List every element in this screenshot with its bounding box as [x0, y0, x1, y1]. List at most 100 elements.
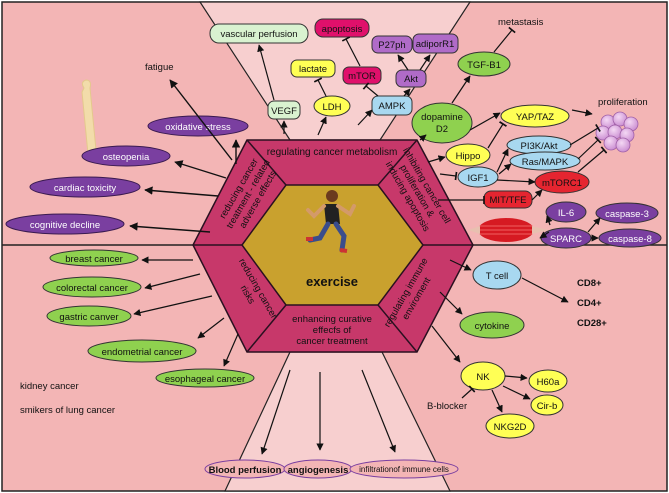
cardiac-toxicity-label: cardiac toxicity	[54, 183, 117, 194]
mtorc1-node: mTORC1	[534, 170, 590, 194]
b-blocker-label: B-blocker	[427, 401, 467, 412]
tgf-b1-label: TGF-B1	[467, 60, 501, 71]
ampk-node: AMPK	[371, 95, 413, 116]
vegf-node: VEGF	[267, 100, 301, 120]
breast-cancer-label: breast cancer	[65, 254, 123, 265]
nk-label: NK	[476, 372, 490, 383]
akt-label: Akt	[404, 74, 418, 85]
fatigue-label: fatigue	[145, 62, 174, 73]
akt-node: Akt	[395, 69, 427, 88]
cir-b-node: Cir-b	[530, 394, 564, 416]
mit-tfe-node: MIT/TFE	[483, 190, 533, 209]
yap-taz-label: YAP/TAZ	[516, 112, 554, 123]
mtor-node: mTOR	[342, 66, 382, 85]
tgf-b1-node: TGF-B1	[457, 51, 511, 77]
colorectal-cancer-node: colorectal cancer	[42, 276, 142, 298]
caspase3-label: caspase-3	[605, 209, 649, 220]
hippo-label: Hippo	[456, 151, 481, 162]
h60a-label: H60a	[537, 377, 560, 388]
dopamine-d2-node: dopamine D2	[411, 102, 473, 144]
section-curative-line3: cancer treatment	[296, 336, 368, 347]
metabolism-arrows	[257, 36, 431, 136]
nkg2d-node: NKG2D	[485, 413, 535, 439]
t-cell-label: T cell	[486, 271, 509, 282]
tumor-cells-icon	[595, 111, 639, 153]
curative-arrows	[260, 369, 396, 455]
metastasis-label: metastasis	[498, 17, 544, 28]
section-curative-line1: enhancing curative	[292, 314, 372, 325]
ras-mapk-node: Ras/MAPK	[509, 151, 581, 171]
osteopenia-label: osteopenia	[103, 152, 150, 163]
endometrial-cancer-node: endometrial cancer	[87, 339, 197, 363]
gastric-cancer-node: gastric canver	[46, 305, 132, 327]
osteopenia-node: osteopenia	[81, 145, 171, 167]
cognitive-decline-node: cognitive decline	[5, 213, 125, 235]
vegf-label: VEGF	[271, 106, 297, 117]
section-metabolism-label: regulating cancer metabolism	[267, 147, 398, 158]
cytokine-label: cytokine	[475, 321, 510, 332]
runner-icon	[306, 190, 356, 253]
gastric-cancer-label: gastric canver	[59, 312, 118, 323]
angiogenesis-label: angiogenesis	[288, 465, 349, 476]
pi3k-akt-label: PI3K/Akt	[521, 141, 558, 152]
vascular-perfusion-label: vascular perfusion	[220, 29, 297, 40]
pi3k-akt-node: PI3K/Akt	[506, 135, 572, 155]
kidney-cancer-label: kidney cancer	[20, 381, 79, 392]
ldh-node: LDH	[313, 95, 351, 117]
center-label: exercise	[306, 274, 358, 289]
cognitive-decline-label: cognitive decline	[30, 220, 100, 231]
angiogenesis-node: angiogenesis	[283, 459, 353, 479]
dopamine-label: dopamine	[421, 112, 463, 123]
ldh-label: LDH	[322, 102, 341, 113]
hexagon-ring	[192, 139, 474, 353]
mit-tfe-label: MIT/TFE	[490, 195, 527, 206]
section-curative-line2: effecfs of	[313, 325, 352, 336]
vascular-perfusion-node: vascular perfusion	[209, 23, 309, 44]
ras-mapk-label: Ras/MAPK	[522, 157, 569, 168]
igf1-label: IGF1	[467, 173, 488, 184]
colorectal-cancer-label: colorectal cancer	[56, 283, 128, 294]
p27ph-label: P27ph	[378, 40, 405, 51]
mtor-label: mTOR	[348, 71, 376, 82]
cytokine-node: cytokine	[459, 311, 525, 339]
d2-label: D2	[436, 124, 448, 135]
hippo-node: Hippo	[445, 143, 491, 167]
section-metabolism-line1: regulating cancer metabolism	[267, 147, 398, 158]
oxidative-stress-node: oxidative stress	[147, 115, 249, 137]
mtorc1-label: mTORC1	[542, 178, 582, 189]
sparc-label: SPARC	[550, 234, 582, 245]
adiporr1-label: adiporR1	[416, 39, 455, 50]
nkg2d-label: NKG2D	[494, 422, 527, 433]
section-curative-label: enhancing curative effecfs of cancer tre…	[292, 314, 372, 347]
blood-perfusion-label: Blood perfusion	[209, 465, 282, 476]
oxidative-stress-label: oxidative stress	[165, 122, 231, 133]
adverse-arrows	[129, 79, 241, 233]
igf1-node: IGF1	[457, 166, 499, 188]
infiltration-node: infiltrationof immune cells	[349, 459, 459, 479]
muscle-icon	[468, 218, 548, 242]
apoptosis-label: apoptosis	[322, 24, 363, 35]
cardiac-toxicity-node: cardiac toxicity	[29, 176, 141, 198]
adiporr1-node: adiporR1	[412, 33, 459, 54]
immune-arrows	[431, 259, 569, 413]
il6-label: IL-6	[558, 208, 574, 219]
risk-arrows	[133, 256, 239, 367]
lactate-label: lactate	[299, 64, 327, 75]
caspase3-node: caspase-3	[595, 202, 659, 224]
sparc-node: SPARC	[540, 227, 592, 249]
nk-node: NK	[460, 361, 506, 391]
esophageal-cancer-node: esophageal cancer	[155, 368, 255, 388]
endometrial-cancer-label: endometrial cancer	[102, 347, 183, 358]
cir-b-label: Cir-b	[537, 401, 558, 412]
apoptosis-node: apoptosis	[314, 18, 370, 38]
il6-node: IL-6	[545, 201, 587, 223]
infiltration-label: infiltrationof immune cells	[359, 465, 449, 474]
p27ph-node: P27ph	[371, 35, 413, 54]
cd28-label: CD28+	[577, 318, 607, 329]
lung-cancer-label: smikers of lung cancer	[20, 405, 115, 416]
breast-cancer-node: breast cancer	[49, 249, 139, 267]
lactate-node: lactate	[290, 59, 336, 78]
caspase8-node: caspase-8	[598, 228, 662, 248]
